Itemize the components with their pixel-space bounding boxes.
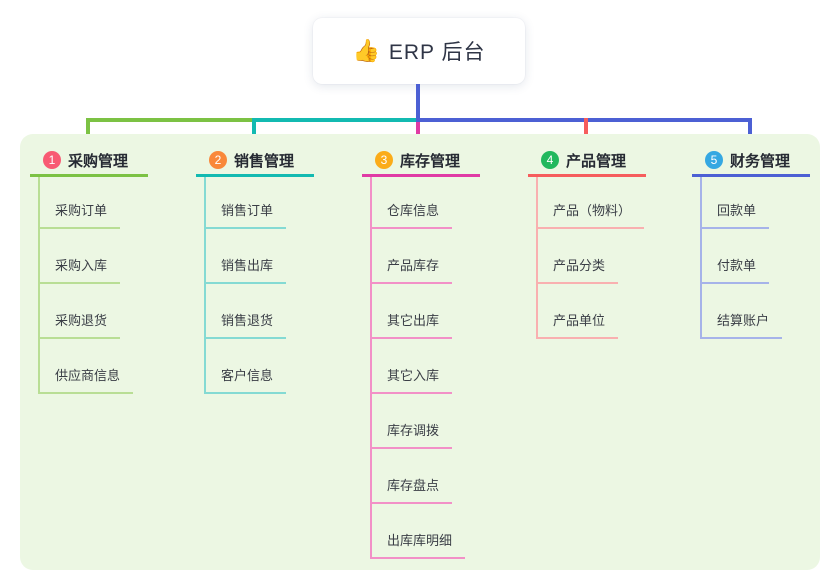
root-node-erp[interactable]: 👍 ERP 后台 (313, 18, 525, 84)
branch-child-connector-line (536, 177, 538, 339)
child-label: 产品（物料） (536, 200, 645, 229)
branch-children: 采购订单 采购入库 采购退货 供应商信息 (30, 177, 190, 394)
child-label: 出库库明细 (370, 530, 466, 559)
branch-column-inventory: 3 库存管理 仓库信息 产品库存 其它出库 其它入库 库存调拨 库存盘点 出库库… (362, 150, 522, 559)
root-title: ERP 后台 (388, 41, 486, 64)
child-label: 仓库信息 (370, 200, 453, 229)
branch-children: 仓库信息 产品库存 其它出库 其它入库 库存调拨 库存盘点 出库库明细 (362, 177, 522, 559)
child-node[interactable]: 产品库存 (370, 229, 522, 284)
branch-label: 销售管理 (234, 152, 295, 170)
branch-label: 产品管理 (566, 152, 627, 170)
child-label: 采购入库 (38, 255, 121, 284)
child-node[interactable]: 其它入库 (370, 339, 522, 394)
child-label: 供应商信息 (38, 365, 134, 394)
branch-child-connector-line (38, 177, 40, 394)
child-node[interactable]: 供应商信息 (38, 339, 190, 394)
branch-label: 财务管理 (730, 152, 791, 170)
child-node[interactable]: 产品分类 (536, 229, 688, 284)
child-label: 结算账户 (700, 310, 783, 339)
child-label: 回款单 (700, 200, 770, 229)
child-node[interactable]: 其它出库 (370, 284, 522, 339)
branch-children: 销售订单 销售出库 销售退货 客户信息 (196, 177, 356, 394)
branch-number-badge: 2 (209, 151, 227, 169)
child-node[interactable]: 销售出库 (204, 229, 356, 284)
mindmap-panel (20, 134, 820, 570)
connector-bar-purchase (86, 118, 256, 122)
branch-column-product: 4 产品管理 产品（物料） 产品分类 产品单位 (528, 150, 688, 339)
child-label: 销售出库 (204, 255, 287, 284)
child-node[interactable]: 出库库明细 (370, 504, 522, 559)
child-node[interactable]: 结算账户 (700, 284, 839, 339)
branch-column-purchase: 1 采购管理 采购订单 采购入库 采购退货 供应商信息 (30, 150, 190, 394)
child-node[interactable]: 采购订单 (38, 177, 190, 229)
child-node[interactable]: 客户信息 (204, 339, 356, 394)
branch-node-sales[interactable]: 2 销售管理 (196, 150, 314, 177)
thumbs-up-icon: 👍 (352, 38, 380, 63)
child-node[interactable]: 仓库信息 (370, 177, 522, 229)
branch-number-badge: 1 (43, 151, 61, 169)
child-label: 产品分类 (536, 255, 619, 284)
branch-column-sales: 2 销售管理 销售订单 销售出库 销售退货 客户信息 (196, 150, 356, 394)
child-node[interactable]: 付款单 (700, 229, 839, 284)
connector-drop-finance (748, 118, 752, 147)
child-label: 其它入库 (370, 365, 453, 394)
child-node[interactable]: 库存调拨 (370, 394, 522, 449)
branch-child-connector-line (204, 177, 206, 394)
child-label: 库存盘点 (370, 475, 453, 504)
child-label: 产品库存 (370, 255, 453, 284)
child-node[interactable]: 库存盘点 (370, 449, 522, 504)
branch-label: 采购管理 (68, 152, 129, 170)
child-label: 客户信息 (204, 365, 287, 394)
branch-child-connector-line (700, 177, 702, 339)
root-connector-line (416, 84, 420, 121)
branch-number-badge: 5 (705, 151, 723, 169)
branch-column-finance: 5 财务管理 回款单 付款单 结算账户 (692, 150, 839, 339)
branch-node-purchase[interactable]: 1 采购管理 (30, 150, 148, 177)
child-node[interactable]: 销售订单 (204, 177, 356, 229)
child-node[interactable]: 产品（物料） (536, 177, 688, 229)
branch-number-badge: 4 (541, 151, 559, 169)
child-label: 产品单位 (536, 310, 619, 339)
child-node[interactable]: 产品单位 (536, 284, 688, 339)
child-label: 销售订单 (204, 200, 287, 229)
child-node[interactable]: 销售退货 (204, 284, 356, 339)
branch-node-product[interactable]: 4 产品管理 (528, 150, 646, 177)
branch-children: 回款单 付款单 结算账户 (692, 177, 839, 339)
branch-child-connector-line (370, 177, 372, 559)
child-label: 库存调拨 (370, 420, 453, 449)
connector-drop-sales (252, 118, 256, 147)
branch-children: 产品（物料） 产品分类 产品单位 (528, 177, 688, 339)
child-label: 付款单 (700, 255, 770, 284)
branch-node-finance[interactable]: 5 财务管理 (692, 150, 810, 177)
branch-node-inventory[interactable]: 3 库存管理 (362, 150, 480, 177)
branch-number-badge: 3 (375, 151, 393, 169)
child-label: 采购订单 (38, 200, 121, 229)
child-node[interactable]: 采购入库 (38, 229, 190, 284)
child-label: 采购退货 (38, 310, 121, 339)
child-node[interactable]: 回款单 (700, 177, 839, 229)
connector-drop-product (584, 118, 588, 147)
branch-label: 库存管理 (400, 152, 461, 170)
child-label: 其它出库 (370, 310, 453, 339)
child-label: 销售退货 (204, 310, 287, 339)
connector-bar-sales (254, 118, 418, 122)
connector-drop-purchase (86, 118, 90, 147)
child-node[interactable]: 采购退货 (38, 284, 190, 339)
